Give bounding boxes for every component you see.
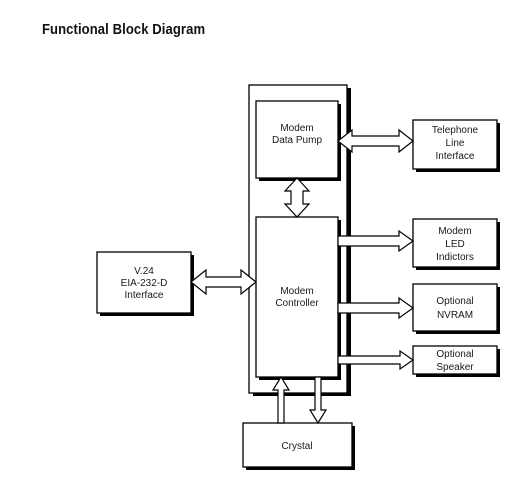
crystal-label: Crystal [281,441,312,452]
arrow-controller-led [337,229,415,253]
arrow-controller-nvram [337,296,415,320]
controller-line-1: Modem [280,286,313,297]
controller-block: Modem Controller [255,216,341,380]
v24-line-2: EIA-232-D [121,278,168,289]
v24-line-1: V.24 [134,266,154,277]
data-pump-line-1: Modem [280,123,313,134]
led-line-1: Modem [438,226,471,237]
speaker-line-2: Speaker [436,362,474,373]
speaker-line-1: Optional [436,349,473,360]
data-pump-line-2: Data Pump [272,135,322,146]
arrow-crystal-controller [271,375,291,424]
nvram-line-1: Optional [436,296,473,307]
speaker-block: Optional Speaker [412,345,500,377]
arrow-pump-telephone [337,128,414,154]
arrow-controller-crystal [308,376,328,425]
led-line-2: LED [445,239,464,250]
data-pump-block: Modem Data Pump [255,100,341,181]
arrow-pump-controller [283,177,311,218]
led-block: Modem LED Indictors [412,218,500,270]
arrow-interface-controller [190,268,257,296]
v24-line-3: Interface [125,290,164,301]
telephone-line-2: Line [446,138,465,149]
nvram-line-2: NVRAM [437,310,473,321]
arrow-controller-speaker [337,349,415,371]
telephone-line-1: Telephone [432,125,479,136]
v24-interface-block: V.24 EIA-232-D Interface [96,251,194,316]
led-line-3: Indictors [436,252,474,263]
crystal-block: Crystal [242,422,355,470]
telephone-line-3: Interface [436,151,475,162]
controller-line-2: Controller [275,298,319,309]
telephone-block: Telephone Line Interface [412,119,500,172]
nvram-block: Optional NVRAM [412,283,500,334]
page-title: Functional Block Diagram [42,22,206,38]
